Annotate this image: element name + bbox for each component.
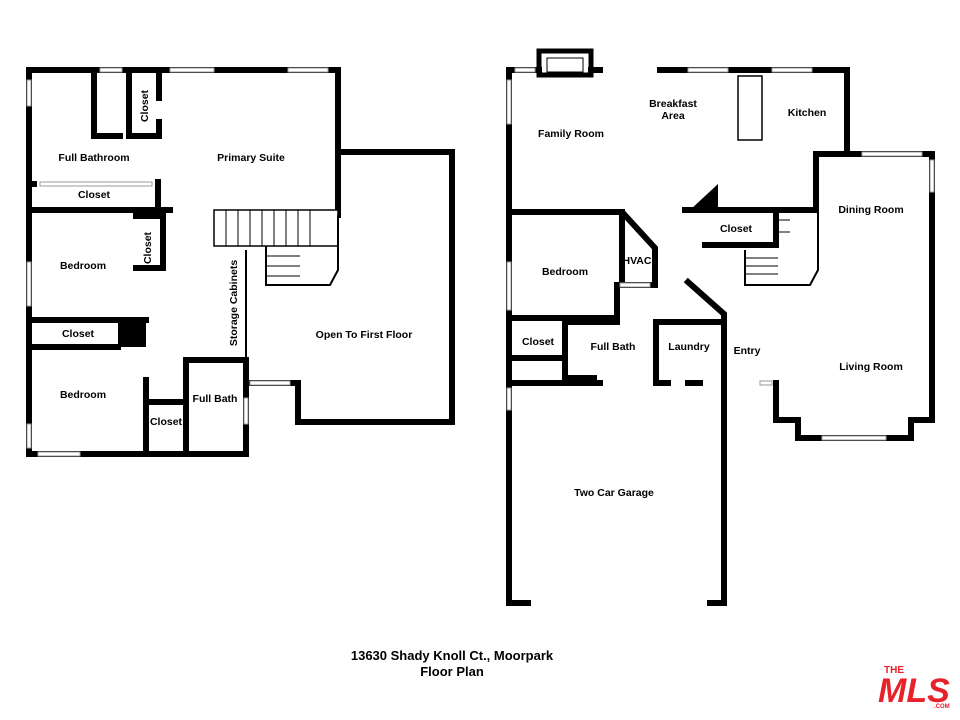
room-kitchen: Kitchen — [788, 107, 827, 119]
room-closet-primary: Closet — [139, 89, 151, 122]
room-laundry: Laundry — [668, 341, 710, 353]
upper-floor — [26, 67, 455, 457]
room-entry: Entry — [734, 345, 761, 357]
floor-plan-caption: 13630 Shady Knoll Ct., Moorpark Floor Pl… — [300, 648, 604, 680]
logo-main: MLS — [878, 672, 950, 710]
room-two-car-garage: Two Car Garage — [574, 487, 654, 499]
room-full-bathroom: Full Bathroom — [58, 152, 129, 164]
logo-small-top: THE — [884, 665, 904, 676]
the-mls-logo: THE MLS .COM — [878, 665, 950, 710]
room-bedroom-upper-2: Bedroom — [60, 389, 106, 401]
room-bedroom-lower: Bedroom — [542, 266, 588, 278]
room-closet-kitchen: Closet — [720, 223, 753, 235]
room-full-bath-lower: Full Bath — [591, 341, 636, 353]
room-closet-lower-left: Closet — [150, 416, 183, 428]
room-closet-hall: Closet — [78, 189, 111, 201]
caption-subtitle: Floor Plan — [420, 664, 484, 679]
room-storage-cabinets: Storage Cabinets — [228, 260, 240, 347]
room-family-room: Family Room — [538, 128, 604, 140]
room-hvac: HVAC — [623, 255, 652, 267]
room-dining-room: Dining Room — [838, 204, 903, 216]
room-full-bath-upper: Full Bath — [193, 393, 238, 405]
room-closet-bedroom: Closet — [142, 231, 154, 264]
room-open-to-first-floor: Open To First Floor — [316, 329, 413, 341]
room-closet-lower: Closet — [522, 336, 555, 348]
upper-stairs — [213, 209, 339, 286]
room-breakfast-area: Area — [661, 110, 685, 122]
room-closet-bedroom-2: Closet — [62, 328, 95, 340]
room-primary-suite: Primary Suite — [217, 152, 285, 164]
floor-plan: Full Bathroom Closet Primary Suite Close… — [26, 48, 935, 606]
room-living-room: Living Room — [839, 361, 903, 373]
room-bedroom-upper-1: Bedroom — [60, 260, 106, 272]
lower-stairs — [744, 210, 819, 286]
logo-small-bottom: .COM — [934, 704, 950, 710]
lower-floor — [506, 48, 935, 606]
room-breakfast: Breakfast — [649, 98, 697, 110]
caption-address: 13630 Shady Knoll Ct., Moorpark — [350, 648, 554, 663]
